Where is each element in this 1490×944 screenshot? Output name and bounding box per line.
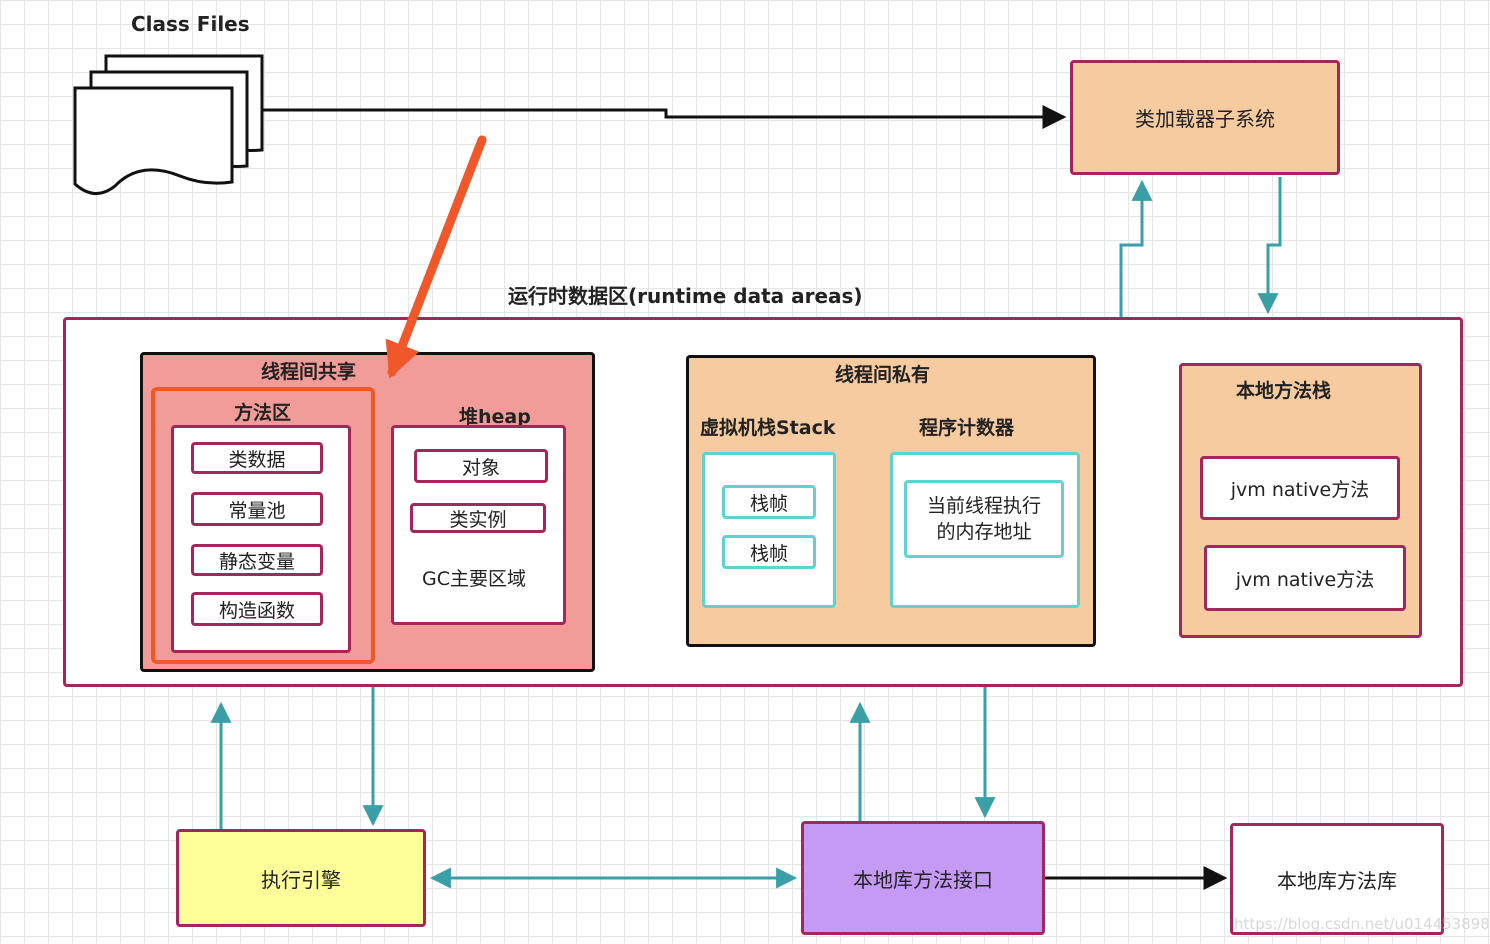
method-area-item[interactable]: 静态变量 [191, 544, 323, 576]
native-method-library-label: 本地库方法库 [1277, 868, 1397, 893]
native-method-stack-title: 本地方法栈 [1236, 380, 1332, 402]
native-method-interface[interactable]: 本地库方法接口 [801, 821, 1045, 935]
stack-frame[interactable]: 栈帧 [722, 535, 816, 569]
heap-gc-note: GC主要区域 [422, 568, 526, 590]
method-area-title: 方法区 [234, 402, 292, 424]
watermark: https://blog.csdn.net/u014453898 [1234, 915, 1490, 933]
thread-shared-title: 线程间共享 [261, 361, 357, 383]
class-loader-subsystem[interactable]: 类加载器子系统 [1070, 60, 1340, 175]
method-area-item[interactable]: 类数据 [191, 442, 323, 474]
native-method-item[interactable]: jvm native方法 [1200, 456, 1400, 520]
heap-item[interactable]: 对象 [414, 449, 548, 483]
native-method-item[interactable]: jvm native方法 [1204, 545, 1406, 611]
native-method-library[interactable]: 本地库方法库 [1230, 823, 1444, 935]
pc-register-value[interactable]: 当前线程执行 的内存地址 [904, 480, 1064, 558]
stack-frame[interactable]: 栈帧 [722, 485, 816, 519]
execution-engine[interactable]: 执行引擎 [176, 829, 426, 927]
vm-stack-title: 虚拟机栈Stack [700, 417, 836, 439]
class-loader-label: 类加载器子系统 [1135, 107, 1275, 131]
thread-private-title: 线程间私有 [835, 364, 931, 386]
native-method-interface-label: 本地库方法接口 [853, 867, 993, 892]
pc-value-line1: 当前线程执行 [926, 495, 1041, 517]
runtime-data-areas-title: 运行时数据区(runtime data areas) [508, 284, 863, 308]
execution-engine-label: 执行引擎 [261, 867, 341, 892]
heap-item[interactable]: 类实例 [410, 503, 546, 533]
vm-stack-box[interactable] [702, 452, 836, 608]
heap-title: 堆heap [459, 406, 531, 428]
method-area-item[interactable]: 构造函数 [191, 592, 323, 626]
pc-register-title: 程序计数器 [919, 417, 1015, 439]
class-files-label: Class Files [131, 12, 250, 36]
method-area-highlight [151, 387, 375, 664]
method-area-item[interactable]: 常量池 [191, 492, 323, 526]
pc-value-line2: 的内存地址 [936, 521, 1032, 543]
